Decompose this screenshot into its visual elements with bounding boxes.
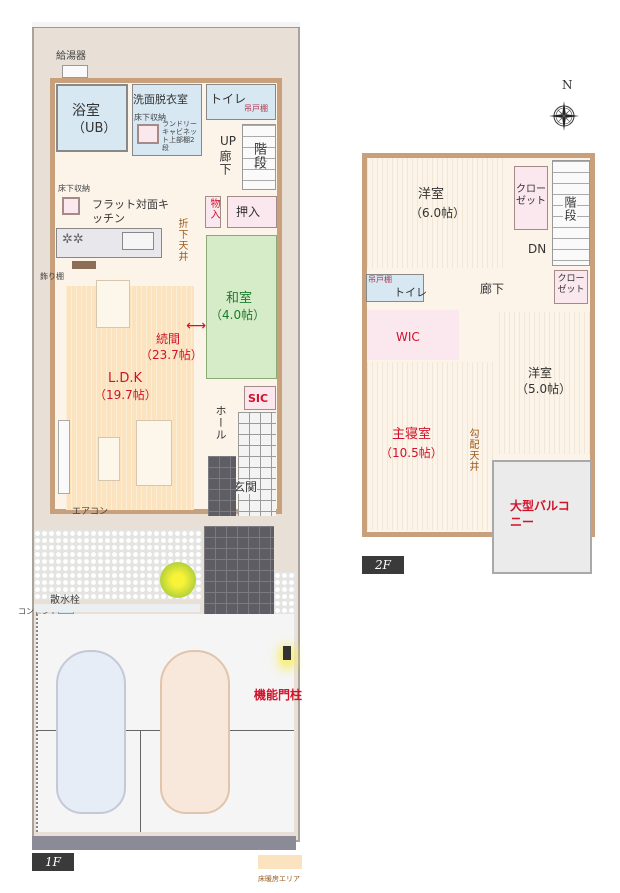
legend-label: 床暖房エリア bbox=[258, 875, 300, 883]
toilet-1f-label: トイレ bbox=[210, 92, 247, 106]
stairs-1f-label: 階段 bbox=[251, 142, 266, 170]
wic bbox=[367, 310, 459, 360]
parking-line-v bbox=[140, 730, 141, 832]
aircon-label: エアコン bbox=[72, 507, 109, 517]
sic-label: SIC bbox=[248, 392, 269, 405]
toilet-2f bbox=[366, 274, 424, 302]
closet-2f-2 bbox=[554, 270, 588, 304]
display-shelf-label: 飾り棚 bbox=[40, 272, 64, 281]
balcony-label: 大型バルコニー bbox=[510, 499, 570, 529]
bath-label: 浴室 bbox=[72, 103, 100, 119]
ldk-label: L.D.K bbox=[108, 371, 143, 386]
gate-post-label: 機能門柱 bbox=[254, 688, 303, 702]
balcony bbox=[492, 460, 592, 574]
car-orange-icon bbox=[160, 650, 230, 814]
entrance-label: 玄関 bbox=[233, 480, 258, 494]
lowered-ceiling-label: 折下天井 bbox=[176, 218, 187, 262]
wic-label: WIC bbox=[396, 330, 420, 344]
underfloor-hatch-1 bbox=[137, 124, 159, 144]
underfloor-hatch-2 bbox=[62, 197, 80, 215]
continuous-label: 続間 bbox=[156, 332, 181, 346]
laundry-cabinet-label: ランドリーキャビネット上部棚2段 bbox=[162, 120, 197, 152]
water-heater-label: 給湯器 bbox=[56, 51, 86, 62]
toilet-2f-label: トイレ bbox=[394, 286, 427, 299]
gravel-strip bbox=[34, 604, 200, 612]
washitsu-label: 和室 bbox=[226, 291, 253, 306]
closet-1f bbox=[227, 196, 277, 228]
water-heater bbox=[62, 65, 88, 78]
entrance-step bbox=[208, 456, 236, 516]
master-bedroom-size: （10.5帖） bbox=[380, 446, 443, 460]
western-room-1-size: （6.0帖） bbox=[410, 206, 466, 220]
sink-icon bbox=[122, 232, 154, 250]
up-label: UP bbox=[220, 134, 237, 148]
closet-2f-2-label: クローゼット bbox=[557, 274, 585, 295]
western-room-1 bbox=[367, 158, 507, 268]
hallway-1f-label: 廊下 bbox=[218, 150, 232, 176]
hanging-cabinet-2f-label: 吊戸棚 bbox=[368, 275, 392, 284]
kitchen-label: フラット対面キッチン bbox=[92, 198, 169, 225]
closet-2f-1 bbox=[514, 166, 548, 230]
entrance-floor bbox=[238, 412, 276, 516]
sofa bbox=[136, 420, 172, 486]
western-room-1-label: 洋室 bbox=[418, 187, 445, 202]
bath-sub-label: （UB） bbox=[72, 121, 117, 136]
ldk-size: （19.7帖） bbox=[94, 388, 157, 402]
compass-rose-icon bbox=[549, 101, 579, 131]
hallway-2f-label: 廊下 bbox=[480, 282, 505, 296]
western-room-2-size: （5.0帖） bbox=[516, 382, 572, 396]
hall-label: ホール bbox=[214, 405, 227, 441]
western-room-2-label: 洋室 bbox=[528, 366, 553, 380]
washroom-label: 洗面脱衣室 bbox=[133, 93, 188, 106]
stairs-2f bbox=[552, 160, 590, 266]
gate-post-icon bbox=[283, 646, 291, 660]
tree-icon bbox=[160, 562, 196, 598]
car-blue-icon bbox=[56, 650, 126, 814]
dining-table bbox=[96, 280, 130, 328]
sic bbox=[244, 386, 276, 410]
double-arrow-icon: ⟷ bbox=[186, 318, 207, 334]
continuous-size: （23.7帖） bbox=[140, 348, 203, 362]
western-room-2 bbox=[499, 312, 590, 454]
sloped-ceiling-label: 勾配天井 bbox=[467, 428, 478, 472]
stairs-2f-label: 階段 bbox=[563, 196, 577, 222]
stairs-1f bbox=[242, 124, 276, 190]
stove-icon: ✲✲ bbox=[62, 232, 84, 247]
underfloor-storage-label-1: 床下収納 bbox=[134, 113, 166, 122]
toilet-1f bbox=[206, 84, 276, 120]
washitsu bbox=[206, 235, 277, 379]
bath-room bbox=[56, 84, 128, 152]
floor-badge-2f: 2F bbox=[362, 556, 404, 574]
closet-2f-1-label: クローゼット bbox=[516, 184, 546, 207]
closet-1f-label: 押入 bbox=[236, 205, 261, 219]
bottom-paving bbox=[32, 836, 296, 850]
master-bedroom bbox=[367, 362, 495, 530]
top-fence bbox=[32, 22, 300, 28]
master-bedroom-label: 主寝室 bbox=[392, 427, 432, 442]
legend-swatch bbox=[258, 855, 302, 869]
storage-1f-label: 物入 bbox=[208, 198, 219, 220]
down-label: DN bbox=[528, 242, 547, 256]
washitsu-size: （4.0帖） bbox=[210, 308, 266, 322]
hanging-cabinet-1f-label: 吊戸棚 bbox=[244, 104, 268, 113]
floor-badge-1f: 1F bbox=[32, 853, 74, 871]
underfloor-storage-label-2: 床下収納 bbox=[58, 184, 90, 193]
storage-1f bbox=[205, 196, 221, 228]
washroom bbox=[132, 84, 202, 156]
tv-board bbox=[58, 420, 70, 494]
display-shelf bbox=[72, 261, 96, 269]
faucet-label: 散水栓 bbox=[50, 595, 80, 606]
floor-heating-area bbox=[66, 286, 194, 510]
coffee-table bbox=[98, 437, 120, 481]
compass-north-label: N bbox=[562, 78, 573, 92]
